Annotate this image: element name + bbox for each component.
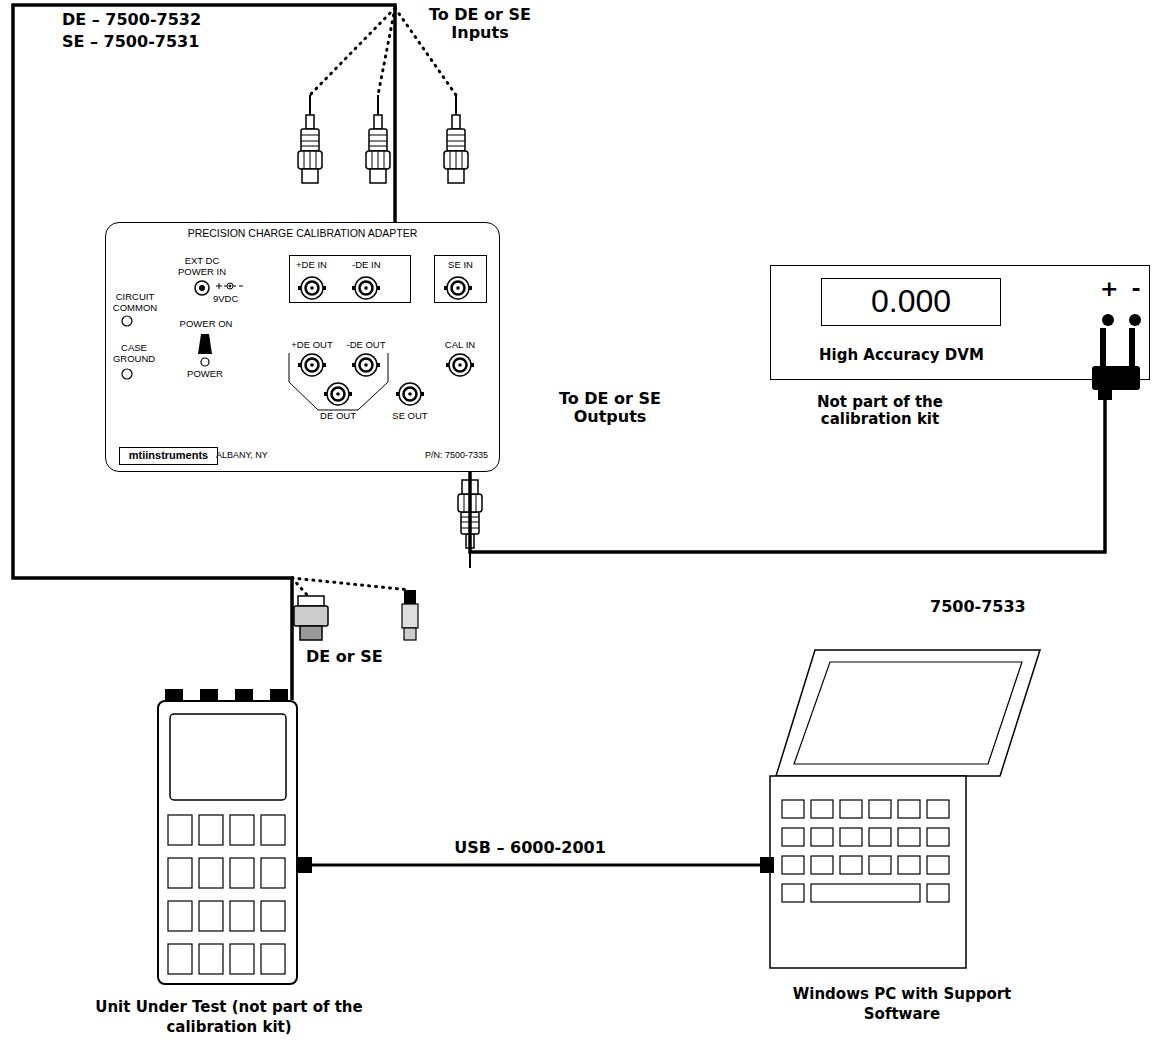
dvm-box: High Accuracy DVM 0.000	[770, 265, 1150, 380]
panel-label: POWER	[182, 369, 228, 380]
node-label: 0.000	[822, 283, 1000, 320]
cable	[470, 380, 1105, 552]
dvm-display: 0.000	[821, 278, 1001, 326]
bnc-plug	[366, 95, 390, 183]
panel-label: CASE GROUND	[108, 343, 160, 365]
panel-label: 9VDC	[213, 294, 253, 305]
laptop	[760, 650, 1040, 968]
panel-jacks	[122, 277, 474, 410]
input-group-box: +DE IN -DE IN	[289, 255, 411, 303]
panel-label: DE OUT	[312, 411, 364, 422]
panel-label: CAL IN	[434, 340, 486, 351]
bnc-plug	[444, 95, 468, 183]
node-label: +DE IN	[296, 259, 327, 270]
node-label: SE IN	[435, 259, 486, 270]
cable	[298, 864, 762, 867]
panel-label: EXT DC POWER IN	[176, 256, 228, 278]
node-label: Unit Under Test (not part of the calibra…	[89, 997, 369, 1038]
panel-label: -DE OUT	[340, 340, 392, 351]
handheld-unit-body: Unit Under Test (not part of the calibra…	[157, 700, 298, 985]
node-label: -DE IN	[352, 259, 381, 270]
cable	[13, 5, 395, 700]
dvm-terminals	[1092, 314, 1141, 400]
panel-label: +DE OUT	[286, 340, 338, 351]
node-label: Windows PC with Support Software	[792, 984, 1012, 1025]
callout-text: DE or SE	[306, 648, 406, 666]
bnc-plug	[298, 95, 322, 183]
node-label: PRECISION CHARGE CALIBRATION ADAPTER	[106, 227, 499, 239]
pc-outline: Windows PC with Support Software	[762, 648, 1042, 970]
polarity-mark: -	[1127, 276, 1145, 301]
cable-part-number: SE – 7500-7531	[62, 33, 262, 51]
node-label: mtiinstruments	[120, 449, 217, 461]
cable-part-number: 7500-7533	[930, 598, 1050, 616]
node-label: High Accuracy DVM	[819, 346, 984, 364]
panel-label: P/N: 7500-7335	[408, 450, 488, 460]
handheld-unit	[165, 689, 312, 974]
cable-label: USB – 6000-2001	[451, 838, 609, 857]
uut-connectors	[294, 590, 418, 640]
logo-box: mtiinstruments	[119, 447, 218, 465]
dotted-leader	[292, 8, 456, 596]
callout-text: To DE or SE Outputs	[556, 390, 664, 427]
note-text: Not part of the calibration kit	[786, 394, 974, 429]
panel-label: SE OUT	[384, 411, 436, 422]
callout-text: To DE or SE Inputs	[425, 6, 535, 43]
panel-label: POWER ON	[178, 319, 234, 330]
panel-label: CIRCUIT COMMON	[110, 292, 160, 314]
cable-part-number: DE – 7500-7532	[62, 11, 262, 29]
input-group-box: SE IN	[434, 255, 487, 303]
panel-label: ALBANY, NY	[216, 450, 296, 460]
polarity-mark: +	[1100, 276, 1118, 301]
